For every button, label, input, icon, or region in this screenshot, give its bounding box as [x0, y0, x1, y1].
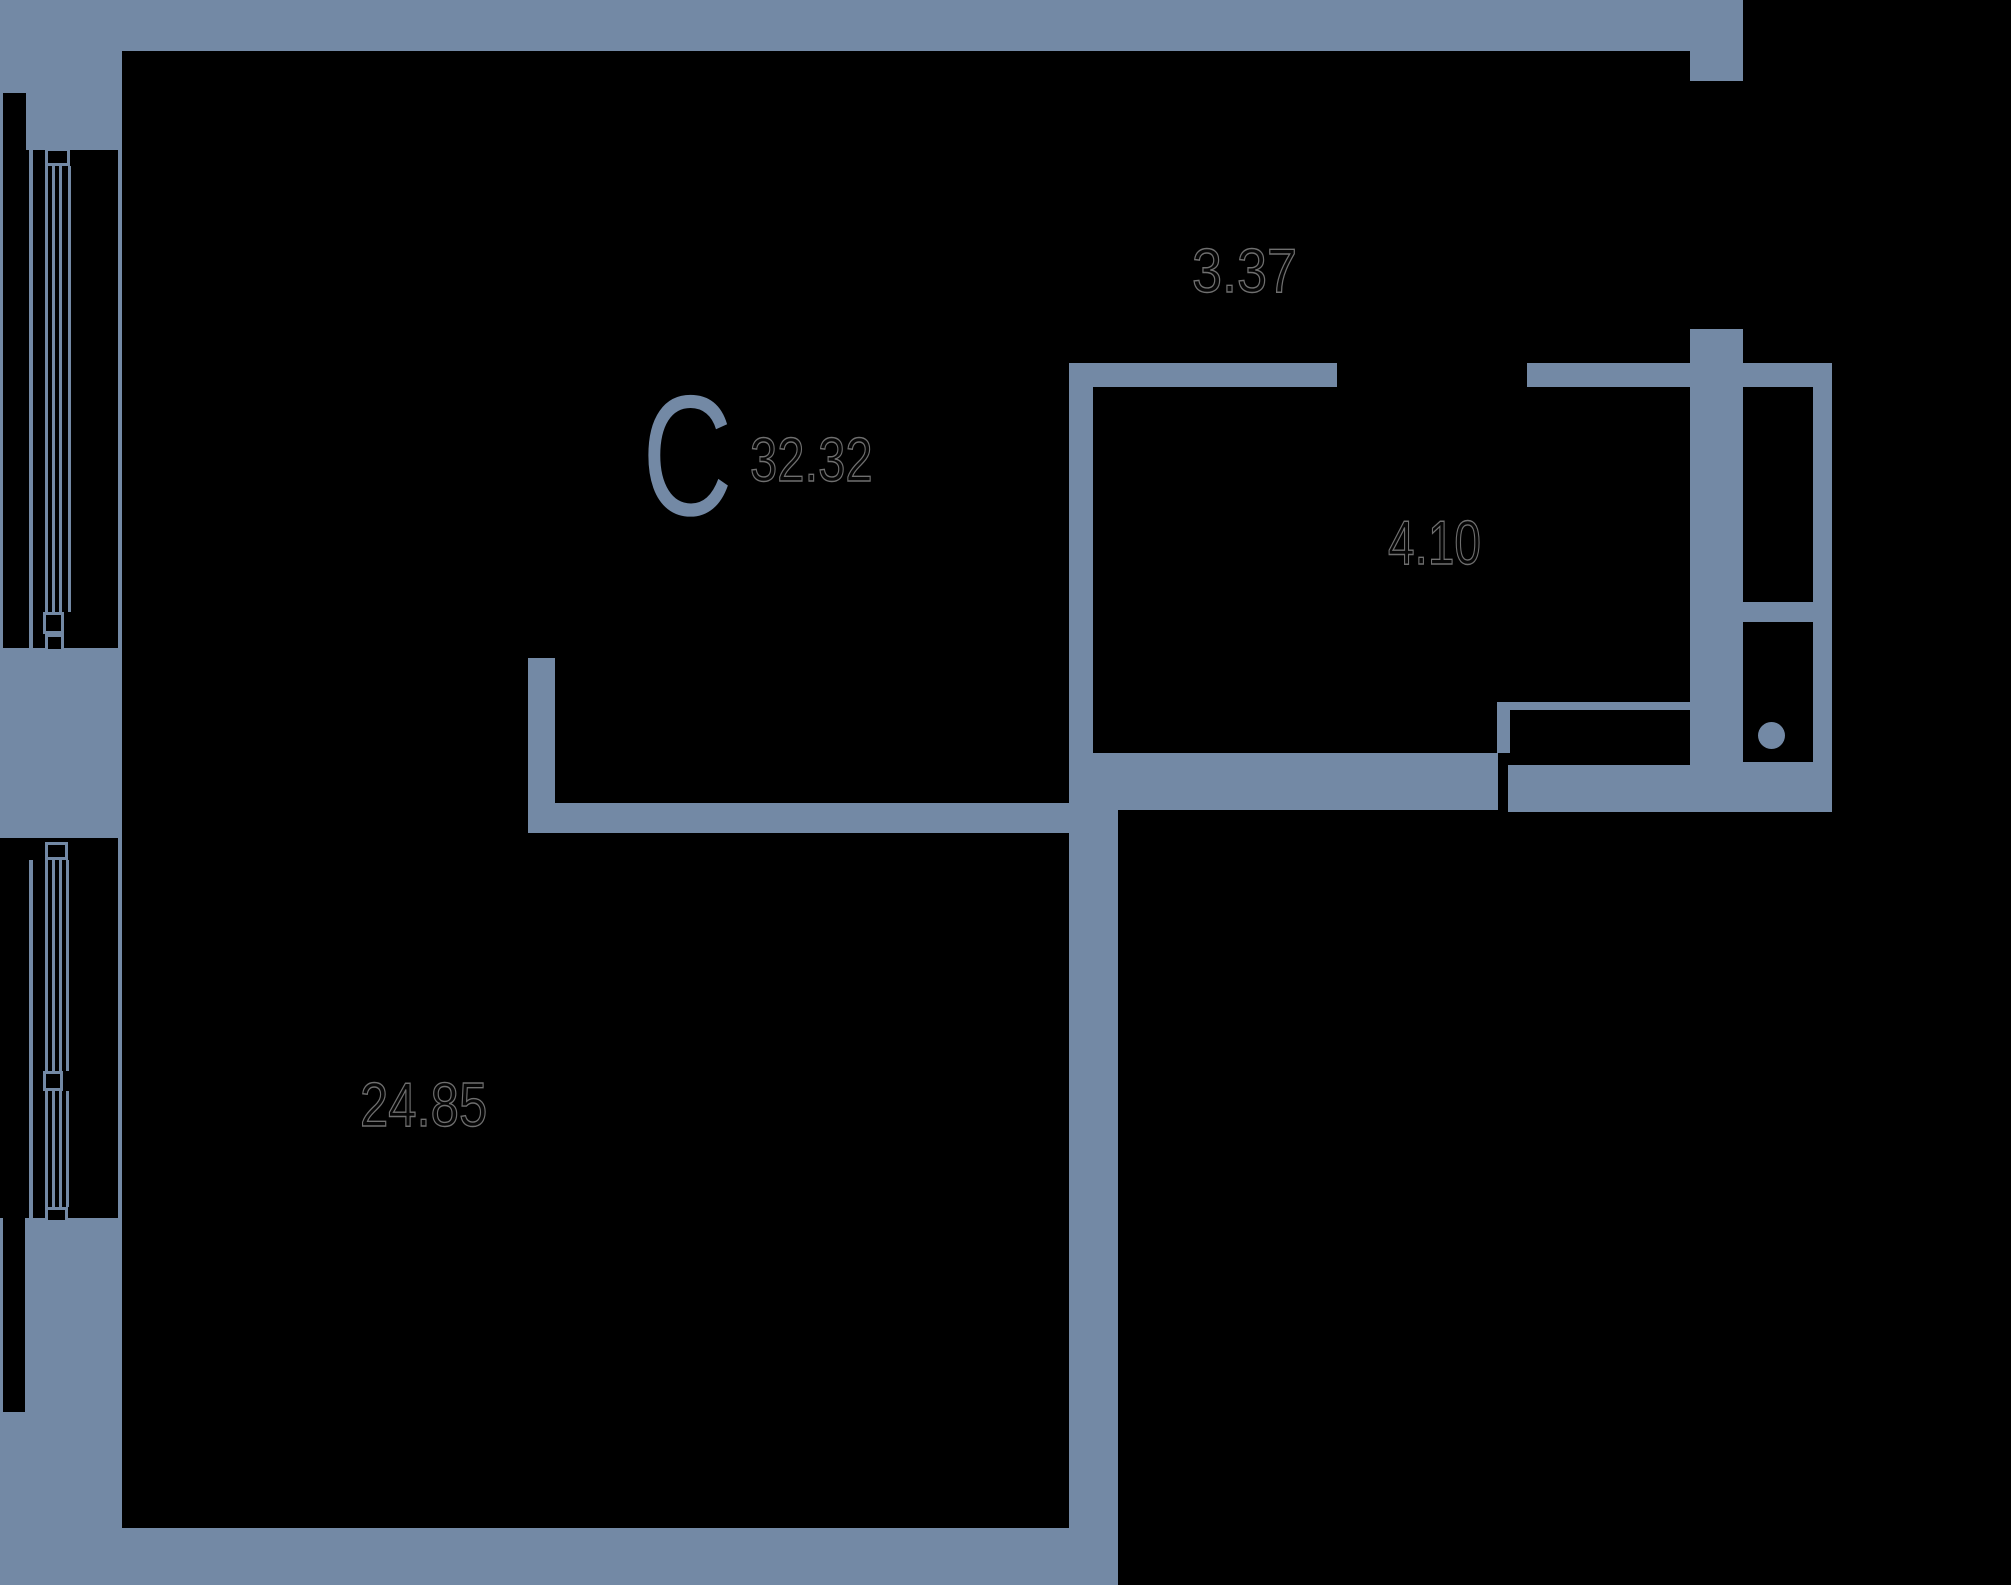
window-lower-frame-line-7 — [59, 1091, 62, 1207]
studio-letter-label: С — [642, 360, 733, 552]
window-lower-frame-line-3 — [59, 860, 62, 1071]
window-lower-mullion-box — [43, 1071, 63, 1091]
window-upper-mullion-box — [43, 612, 64, 634]
wall-hall-left — [1069, 363, 1093, 810]
wall-shaft-right — [1813, 387, 1832, 765]
balcony-slab-line-upper — [0, 93, 3, 648]
wall-topleft-block — [0, 0, 120, 93]
wall-partition-stub — [528, 658, 555, 803]
wall-left-inner-face — [118, 51, 122, 1528]
hall-area-label: 3.37 — [1191, 237, 1297, 306]
window-upper-cap-top — [45, 148, 70, 166]
entry-door-lintel-line — [1498, 702, 1695, 710]
balcony-slab-line-lower — [0, 1218, 3, 1412]
wall-left-bottom-block — [0, 1412, 120, 1528]
wall-bottom — [0, 1528, 1118, 1585]
window-lower-cap-bottom — [45, 1207, 68, 1223]
window-lower-frame-line-8 — [66, 1091, 69, 1207]
wall-entry-bar — [1508, 765, 1832, 812]
window-lower-frame-line-5 — [45, 1091, 48, 1207]
wall-right-column — [1690, 329, 1743, 812]
wall-shaft-divider — [1743, 602, 1832, 622]
window-lower-cap-top — [45, 842, 68, 860]
living-area-label: 24.85 — [359, 1071, 488, 1140]
wall-hall-top-left — [1069, 363, 1337, 387]
bath-area-label: 4.10 — [1387, 509, 1481, 578]
window-upper-frame-line-3 — [59, 166, 62, 612]
window-outer-line-lower — [29, 860, 33, 1218]
window-lower-frame-line-4 — [66, 860, 69, 1071]
window-upper-frame-line-4 — [68, 166, 71, 612]
wall-topleft-step — [26, 93, 120, 150]
wall-hall-top-right — [1527, 363, 1832, 387]
wall-hall-bottom — [1069, 753, 1498, 810]
total-area-label: 32.32 — [749, 426, 873, 495]
wall-right-stub-top — [1690, 51, 1743, 81]
window-lower-frame-line-2 — [52, 860, 55, 1071]
window-upper-cap-bottom — [45, 634, 64, 652]
wall-partition-horizontal — [528, 803, 1069, 833]
window-outer-line-upper — [29, 150, 33, 648]
window-lower-frame-line-1 — [45, 860, 48, 1071]
entry-door-step — [1497, 702, 1510, 753]
window-upper-frame-line-1 — [45, 166, 48, 612]
wall-left-pier — [0, 648, 118, 838]
wall-left-lower-block — [25, 1218, 120, 1412]
wall-corridor-right — [1069, 810, 1118, 1528]
window-upper-frame-line-2 — [52, 166, 55, 612]
wall-top — [0, 0, 1743, 51]
pipe-riser-icon — [1758, 722, 1785, 749]
window-lower-frame-line-6 — [52, 1091, 55, 1207]
